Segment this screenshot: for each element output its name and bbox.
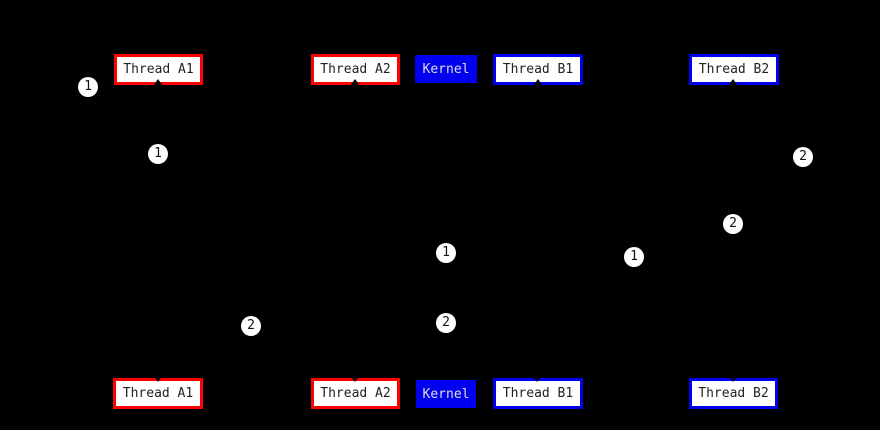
arrowhead-notch (153, 375, 163, 382)
box-thread-b1-top: Thread B1 (493, 54, 583, 85)
box-thread-a1-bottom: Thread A1 (113, 378, 203, 409)
arrowhead-notch (153, 79, 163, 86)
arrowhead-notch (728, 375, 738, 382)
box-thread-b2-bottom: Thread B2 (689, 378, 778, 409)
step-marker-4: 2 (723, 214, 743, 234)
step-marker-3: 2 (793, 147, 813, 167)
step-marker-7: 2 (241, 316, 261, 336)
arrowhead-notch (532, 375, 542, 382)
box-kernel-bottom: Kernel (416, 380, 476, 408)
step-marker-2: 1 (148, 144, 168, 164)
arrowhead-notch (350, 375, 360, 382)
step-marker-1: 1 (78, 77, 98, 97)
box-thread-a2-bottom: Thread A2 (311, 378, 400, 409)
box-thread-b1-bottom: Thread B1 (493, 378, 583, 409)
step-marker-8: 2 (436, 313, 456, 333)
step-marker-5: 1 (436, 243, 456, 263)
arrowhead-notch (533, 79, 543, 86)
arrowhead-notch (728, 79, 738, 86)
box-thread-a2-top: Thread A2 (311, 54, 400, 85)
box-kernel-top: Kernel (415, 55, 477, 83)
arrowhead-notch (350, 79, 360, 86)
step-marker-6: 1 (624, 247, 644, 267)
